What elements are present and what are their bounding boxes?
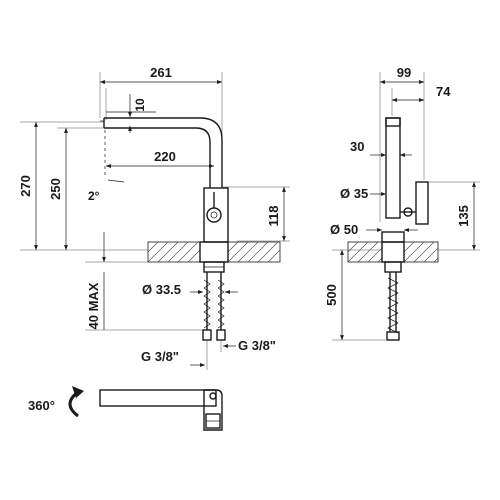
dim-bore-label: Ø 33.5 bbox=[142, 282, 181, 297]
hose-braid bbox=[203, 279, 225, 329]
spout-inner bbox=[104, 127, 211, 188]
rotation-arrow-head bbox=[72, 386, 84, 398]
dim-99-label: 99 bbox=[397, 65, 411, 80]
top-spout bbox=[99, 389, 217, 407]
front-view: 261 10 220 2° 270 250 118 bbox=[18, 65, 290, 370]
side-deck-mount bbox=[381, 241, 405, 263]
dim-135-label: 135 bbox=[456, 205, 471, 227]
side-countertop-left bbox=[347, 241, 383, 263]
top-view: 360° bbox=[28, 386, 223, 431]
dim-250-label: 250 bbox=[48, 178, 63, 200]
side-countertop-right bbox=[403, 241, 439, 263]
side-hose-braid bbox=[387, 277, 399, 334]
lever-pivot bbox=[206, 207, 222, 223]
side-nut bbox=[384, 261, 402, 273]
dim-40max-label: 40 MAX bbox=[86, 282, 101, 329]
lever-pivot-inner bbox=[210, 211, 218, 219]
dim-220-label: 220 bbox=[154, 149, 176, 164]
dim-270-label: 270 bbox=[18, 175, 33, 197]
dim-261-label: 261 bbox=[150, 65, 172, 80]
dim-angle-label: 2° bbox=[88, 189, 100, 203]
dim-10-label: 10 bbox=[133, 98, 147, 112]
dim-74-label: 74 bbox=[436, 84, 451, 99]
rotation-label: 360° bbox=[28, 398, 55, 413]
dim-connection-right-label: G 3/8" bbox=[238, 338, 276, 353]
angle-line bbox=[107, 179, 125, 183]
dim-d50-label: Ø 50 bbox=[330, 222, 358, 237]
side-body bbox=[385, 117, 401, 219]
spout-outer bbox=[104, 117, 223, 188]
dim-118-label: 118 bbox=[266, 206, 281, 227]
side-view: 99 74 30 Ø 35 135 Ø 50 bbox=[324, 65, 480, 341]
dim-connection-left-label: G 3/8" bbox=[141, 349, 179, 364]
side-lever bbox=[415, 181, 429, 225]
side-fitting bbox=[386, 331, 400, 341]
dim-500-label: 500 bbox=[324, 284, 339, 306]
side-base bbox=[381, 231, 405, 243]
side-lever-pivot bbox=[403, 207, 413, 217]
deck-mount bbox=[199, 241, 229, 263]
countertop-section-left bbox=[147, 241, 201, 263]
countertop-section-right bbox=[227, 241, 281, 263]
fitting-right bbox=[216, 329, 226, 341]
top-body bbox=[203, 389, 223, 431]
side-spout-top bbox=[385, 117, 401, 127]
dim-d35-label: Ø 35 bbox=[340, 186, 368, 201]
top-pivot bbox=[209, 392, 217, 400]
dim-30-label: 30 bbox=[350, 139, 364, 154]
fitting-left bbox=[202, 329, 212, 341]
